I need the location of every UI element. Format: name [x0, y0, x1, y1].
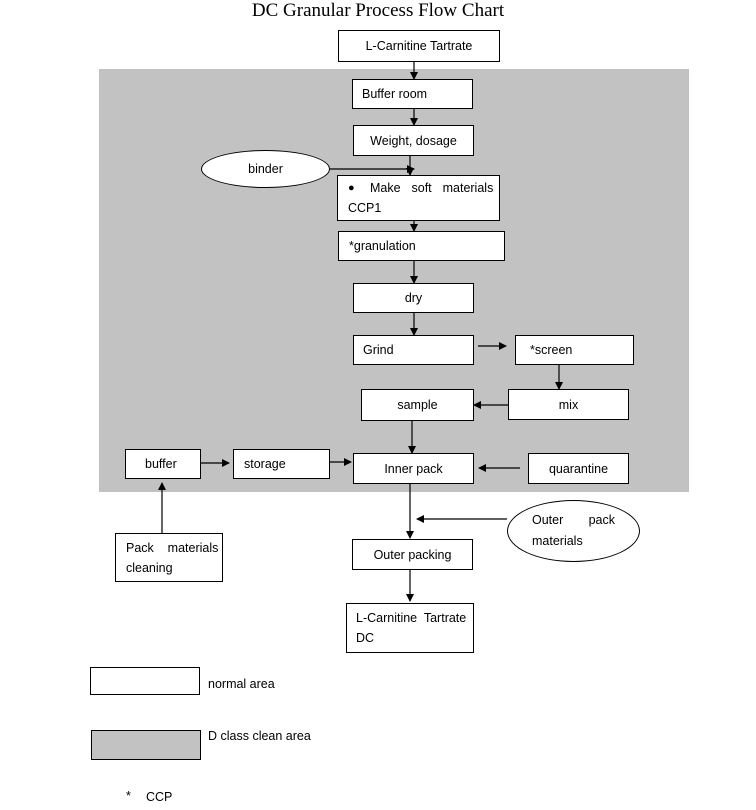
node-label: quarantine [548, 461, 609, 476]
bullet-icon: ● [348, 182, 355, 194]
node-label: mix [558, 397, 579, 412]
node-sample: sample [361, 389, 474, 421]
node-mix: mix [508, 389, 629, 420]
node-label: Buffer room [362, 87, 428, 101]
node-granulation: *granulation [338, 231, 505, 261]
node-quarantine: quarantine [528, 453, 629, 484]
node-binder: binder [201, 150, 330, 188]
node-label-line2: CCP1 [348, 201, 382, 215]
node-label: Inner pack [384, 461, 443, 476]
node-label-line2: cleaning [126, 560, 173, 575]
node-label-word2: pack [588, 513, 615, 527]
node-buffer: buffer [125, 449, 201, 479]
node-label: binder [248, 162, 283, 176]
node-outer-pack-materials: Outer pack materials [507, 500, 640, 562]
node-label: Outer packing [373, 547, 452, 562]
node-make-soft-materials: ● Make soft materials CCP1 [337, 175, 500, 221]
node-buffer-room: Buffer room [352, 79, 473, 109]
node-l-carnitine-tartrate-dc: L-Carnitine Tartrate DC [346, 603, 474, 653]
node-label: storage [244, 457, 286, 471]
node-storage: storage [233, 449, 330, 479]
node-screen: *screen [515, 335, 634, 365]
chart-title: DC Granular Process Flow Chart [251, 0, 505, 21]
legend-clean-area-label: D class clean area [208, 729, 311, 743]
legend-ccp-symbol: * [126, 789, 131, 803]
node-label: *screen [530, 343, 573, 357]
node-label-line1: L-Carnitine Tartrate [356, 611, 467, 625]
legend-clean-area-swatch [91, 730, 201, 760]
node-weight-dosage: Weight, dosage [353, 125, 474, 156]
node-label: Weight, dosage [370, 133, 457, 148]
node-label: sample [397, 398, 438, 412]
node-label: buffer [145, 457, 177, 471]
node-label-line2: materials [532, 534, 583, 548]
node-label: Grind [363, 343, 394, 357]
node-label: *granulation [349, 239, 416, 253]
node-label-line2: DC [356, 631, 375, 645]
node-pack-materials-cleaning: Pack materials cleaning [115, 533, 223, 582]
legend-ccp-label: CCP [146, 790, 173, 804]
node-label-line1: Pack materials [126, 540, 219, 555]
node-label: L-Carnitine Tartrate [365, 39, 473, 53]
node-l-carnitine-tartrate-raw: L-Carnitine Tartrate [338, 30, 500, 62]
node-inner-pack: Inner pack [353, 453, 474, 484]
node-grind: Grind [353, 335, 474, 365]
legend-normal-area-swatch [90, 667, 200, 695]
legend-normal-area-label: normal area [208, 677, 275, 691]
node-label-word1: Outer [532, 513, 564, 527]
node-label-line1: Make soft materials [370, 181, 494, 195]
node-dry: dry [353, 283, 474, 313]
node-label: dry [404, 291, 423, 305]
node-outer-packing: Outer packing [352, 539, 473, 570]
oval-line1: Outer pack [532, 510, 615, 531]
